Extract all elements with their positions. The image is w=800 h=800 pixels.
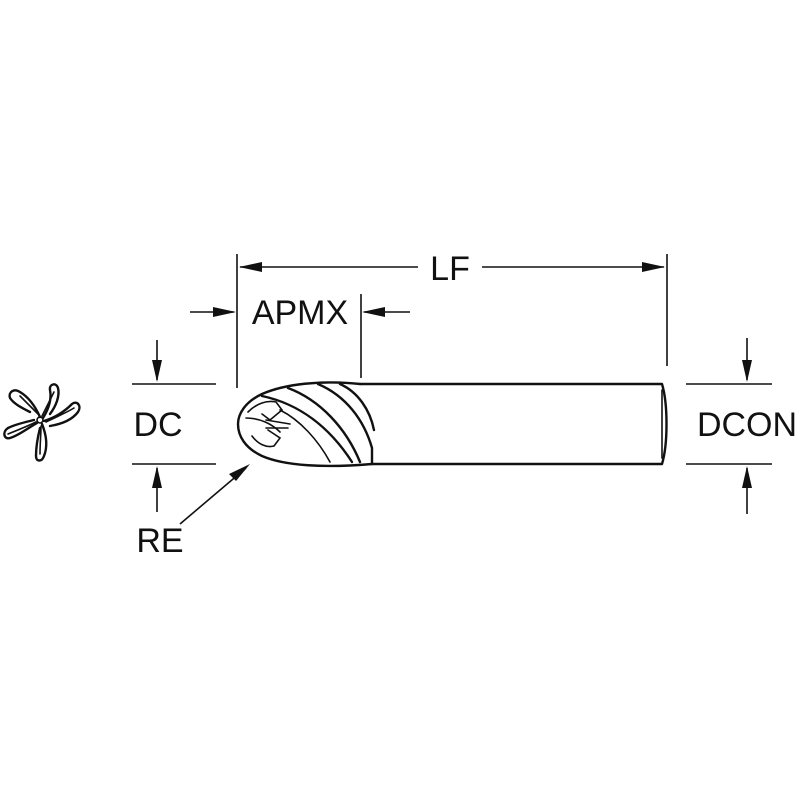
apmx-label: APMX	[252, 294, 348, 332]
apmx-arrow-left	[213, 307, 236, 317]
tip-detail-1	[247, 400, 284, 422]
flute-edge-1	[279, 409, 331, 463]
flute-3	[316, 382, 374, 466]
apmx-dimension: APMX	[190, 294, 410, 378]
dcon-label: DCON	[697, 406, 797, 444]
dc-arrow-bottom	[152, 466, 162, 488]
dc-label: DC	[133, 406, 182, 444]
lf-arrow-right	[642, 262, 665, 272]
flute-edge-2	[245, 417, 281, 433]
re-arrow	[229, 464, 250, 481]
re-label: RE	[136, 522, 183, 560]
apmx-arrow-right	[362, 307, 385, 317]
lf-dimension: LF	[236, 250, 668, 388]
shank-outline	[358, 382, 668, 466]
flute-1	[260, 394, 354, 464]
dcon-arrow-top	[742, 360, 752, 382]
flute-4	[338, 382, 376, 432]
tip-detail-3	[265, 419, 291, 429]
tip-detail-2	[251, 429, 282, 448]
dc-dimension: DC	[132, 340, 216, 512]
flute-2	[286, 386, 362, 464]
dcon-dimension: DCON	[686, 338, 797, 514]
lf-label: LF	[430, 250, 470, 288]
end-mill-body	[236, 381, 668, 468]
lf-arrow-left	[239, 262, 262, 272]
dcon-arrow-bottom	[742, 466, 752, 488]
dc-arrow-top	[152, 360, 162, 382]
end-view-cross-section	[3, 383, 81, 462]
ball-nose-outline	[236, 381, 374, 468]
re-dimension: RE	[136, 464, 250, 560]
